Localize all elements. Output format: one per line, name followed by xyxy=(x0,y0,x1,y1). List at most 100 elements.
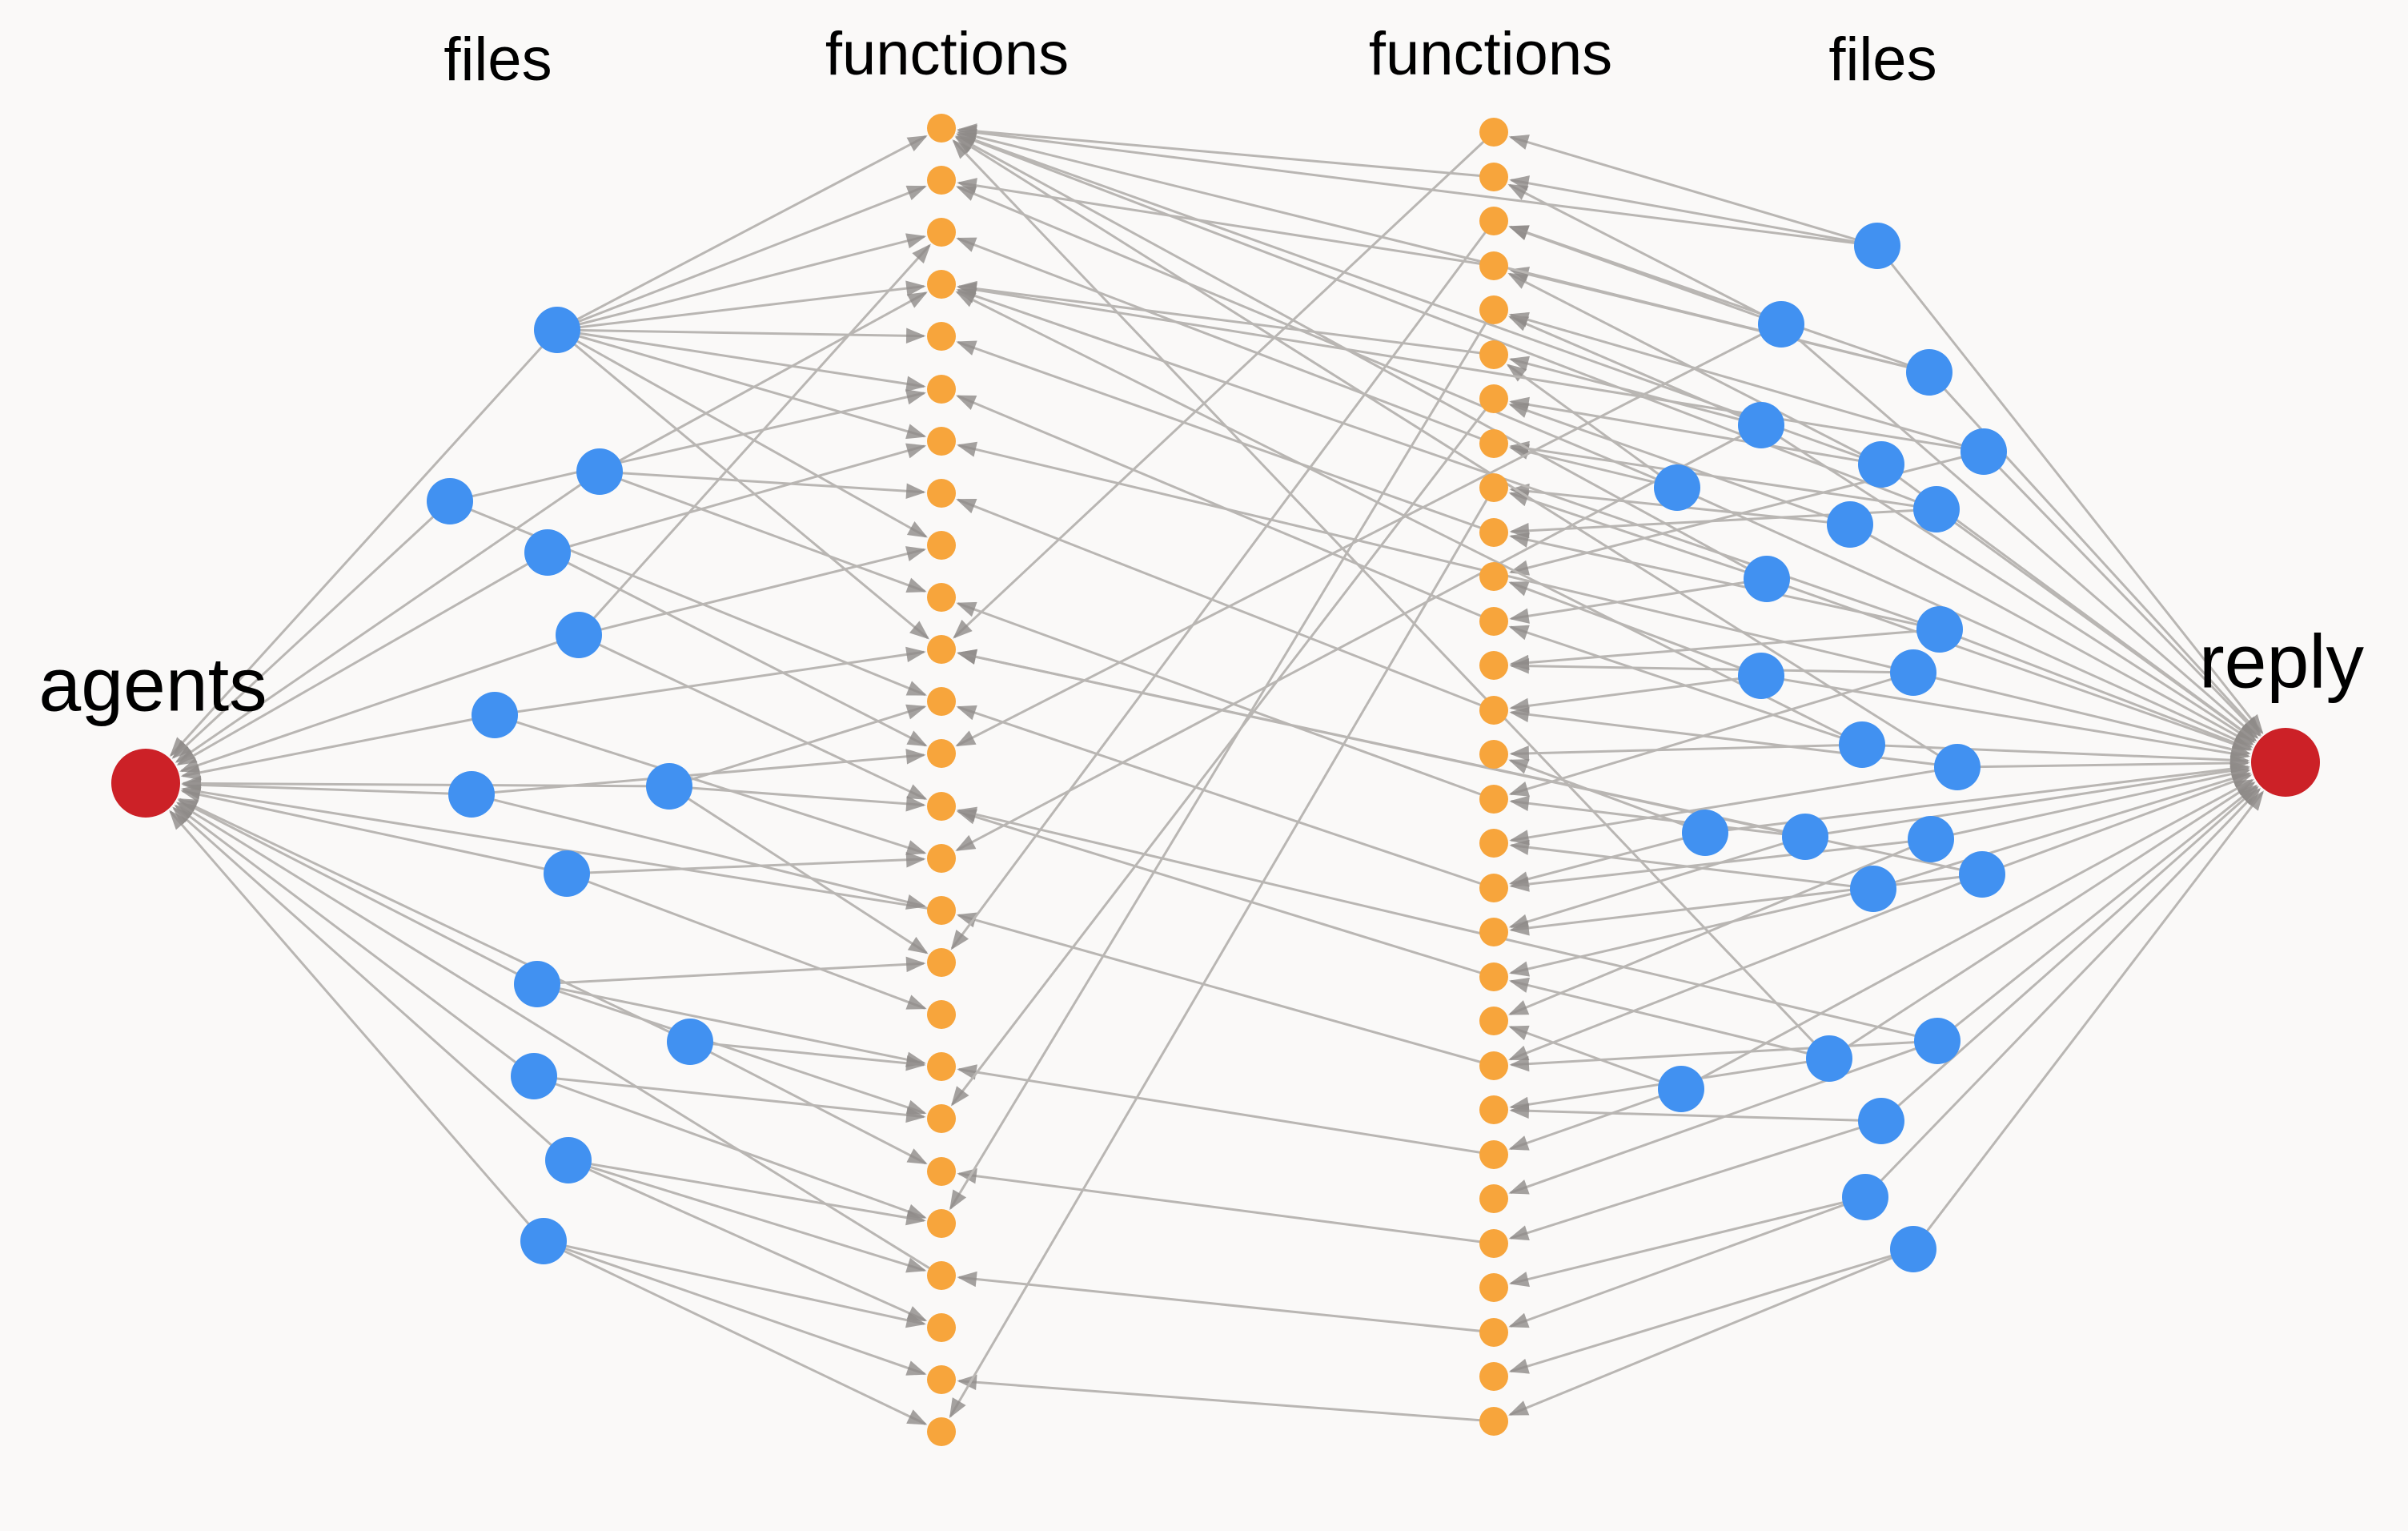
function-node-lf16[interactable] xyxy=(927,948,956,977)
file-node-rb20[interactable] xyxy=(1806,1035,1852,1082)
file-node-rb17[interactable] xyxy=(1850,866,1896,912)
file-node-lb9[interactable] xyxy=(514,961,560,1007)
function-node-lf25[interactable] xyxy=(927,1417,956,1446)
function-node-rf4[interactable] xyxy=(1479,295,1508,324)
function-node-rf19[interactable] xyxy=(1479,962,1508,991)
file-node-rb16[interactable] xyxy=(1782,814,1828,860)
function-node-lf1[interactable] xyxy=(927,166,956,195)
file-node-rb15[interactable] xyxy=(1682,810,1728,856)
file-node-rb6[interactable] xyxy=(1827,501,1873,548)
file-node-rb22[interactable] xyxy=(1914,1018,1961,1064)
file-node-rb23[interactable] xyxy=(1858,1098,1904,1144)
function-node-lf3[interactable] xyxy=(927,270,956,299)
function-node-lf10[interactable] xyxy=(927,635,956,664)
function-node-rf17[interactable] xyxy=(1479,874,1508,902)
function-node-lf19[interactable] xyxy=(927,1104,956,1133)
function-node-lf23[interactable] xyxy=(927,1313,956,1342)
agent-node-reply[interactable] xyxy=(2251,728,2320,797)
function-node-rf14[interactable] xyxy=(1479,740,1508,769)
function-node-rf10[interactable] xyxy=(1479,562,1508,591)
function-node-rf21[interactable] xyxy=(1479,1051,1508,1080)
function-node-lf17[interactable] xyxy=(927,1000,956,1029)
function-node-lf14[interactable] xyxy=(927,844,956,873)
function-node-rf11[interactable] xyxy=(1479,607,1508,636)
function-node-rf16[interactable] xyxy=(1479,829,1508,858)
function-node-rf9[interactable] xyxy=(1479,518,1508,547)
file-node-lb0[interactable] xyxy=(534,307,580,353)
function-node-rf0[interactable] xyxy=(1479,118,1508,147)
function-node-lf21[interactable] xyxy=(927,1209,956,1238)
file-node-rb7[interactable] xyxy=(1913,486,1960,532)
file-node-rb18[interactable] xyxy=(1908,816,1954,862)
file-node-rb8[interactable] xyxy=(1961,428,2007,475)
file-node-rb14[interactable] xyxy=(1934,744,1981,790)
function-node-rf5[interactable] xyxy=(1479,340,1508,369)
function-node-rf8[interactable] xyxy=(1479,473,1508,502)
file-node-rb24[interactable] xyxy=(1842,1174,1888,1220)
function-node-rf13[interactable] xyxy=(1479,696,1508,725)
function-node-lf9[interactable] xyxy=(927,583,956,612)
function-node-rf15[interactable] xyxy=(1479,785,1508,814)
file-node-lb13[interactable] xyxy=(520,1218,567,1264)
function-node-lf12[interactable] xyxy=(927,739,956,768)
file-node-rb9[interactable] xyxy=(1744,556,1790,602)
function-node-lf0[interactable] xyxy=(927,114,956,143)
function-node-rf28[interactable] xyxy=(1479,1362,1508,1391)
file-node-lb3[interactable] xyxy=(524,529,571,576)
function-node-lf22[interactable] xyxy=(927,1261,956,1290)
function-node-rf27[interactable] xyxy=(1479,1318,1508,1347)
file-node-rb25[interactable] xyxy=(1890,1226,1936,1272)
function-node-lf5[interactable] xyxy=(927,375,956,404)
file-node-rb19[interactable] xyxy=(1959,851,2005,898)
file-node-lb8[interactable] xyxy=(544,850,590,897)
function-node-lf7[interactable] xyxy=(927,479,956,508)
file-node-rb13[interactable] xyxy=(1890,649,1936,696)
function-node-rf3[interactable] xyxy=(1479,251,1508,280)
function-node-lf2[interactable] xyxy=(927,218,956,247)
file-node-lb11[interactable] xyxy=(511,1053,557,1099)
function-node-lf4[interactable] xyxy=(927,322,956,351)
file-node-lb4[interactable] xyxy=(556,612,602,658)
file-node-rb11[interactable] xyxy=(1738,653,1784,699)
file-node-lb12[interactable] xyxy=(545,1137,592,1183)
file-node-rb5[interactable] xyxy=(1654,464,1700,511)
function-node-rf25[interactable] xyxy=(1479,1229,1508,1258)
file-node-lb10[interactable] xyxy=(667,1019,713,1065)
function-node-rf6[interactable] xyxy=(1479,384,1508,413)
function-node-rf18[interactable] xyxy=(1479,918,1508,946)
file-node-rb10[interactable] xyxy=(1916,606,1963,653)
function-node-rf2[interactable] xyxy=(1479,207,1508,235)
function-node-rf1[interactable] xyxy=(1479,163,1508,191)
function-node-lf18[interactable] xyxy=(927,1052,956,1081)
file-node-rb1[interactable] xyxy=(1758,301,1804,348)
function-node-rf24[interactable] xyxy=(1479,1184,1508,1213)
function-node-rf22[interactable] xyxy=(1479,1095,1508,1124)
file-node-rb3[interactable] xyxy=(1738,402,1784,448)
file-node-lb2[interactable] xyxy=(427,478,473,524)
function-node-lf11[interactable] xyxy=(927,687,956,716)
file-node-rb0[interactable] xyxy=(1854,223,1900,269)
function-node-lf6[interactable] xyxy=(927,427,956,456)
function-node-rf7[interactable] xyxy=(1479,429,1508,458)
function-node-lf20[interactable] xyxy=(927,1157,956,1186)
file-node-lb1[interactable] xyxy=(576,448,623,495)
agent-node-agents[interactable] xyxy=(111,749,180,818)
file-node-rb4[interactable] xyxy=(1858,441,1904,488)
edge-lb2-to-lf5 xyxy=(449,389,926,503)
function-node-lf13[interactable] xyxy=(927,792,956,821)
file-node-rb21[interactable] xyxy=(1658,1066,1704,1112)
file-node-lb5[interactable] xyxy=(472,692,518,738)
function-node-lf15[interactable] xyxy=(927,896,956,925)
function-node-rf20[interactable] xyxy=(1479,1007,1508,1035)
function-node-lf24[interactable] xyxy=(927,1365,956,1394)
file-node-lb7[interactable] xyxy=(646,763,692,810)
function-node-rf26[interactable] xyxy=(1479,1273,1508,1302)
file-node-rb12[interactable] xyxy=(1839,721,1885,768)
function-node-rf23[interactable] xyxy=(1479,1140,1508,1169)
file-node-rb2[interactable] xyxy=(1906,349,1952,396)
file-node-lb6[interactable] xyxy=(448,771,495,818)
function-node-rf12[interactable] xyxy=(1479,651,1508,680)
function-node-rf29[interactable] xyxy=(1479,1407,1508,1436)
function-node-lf8[interactable] xyxy=(927,531,956,560)
